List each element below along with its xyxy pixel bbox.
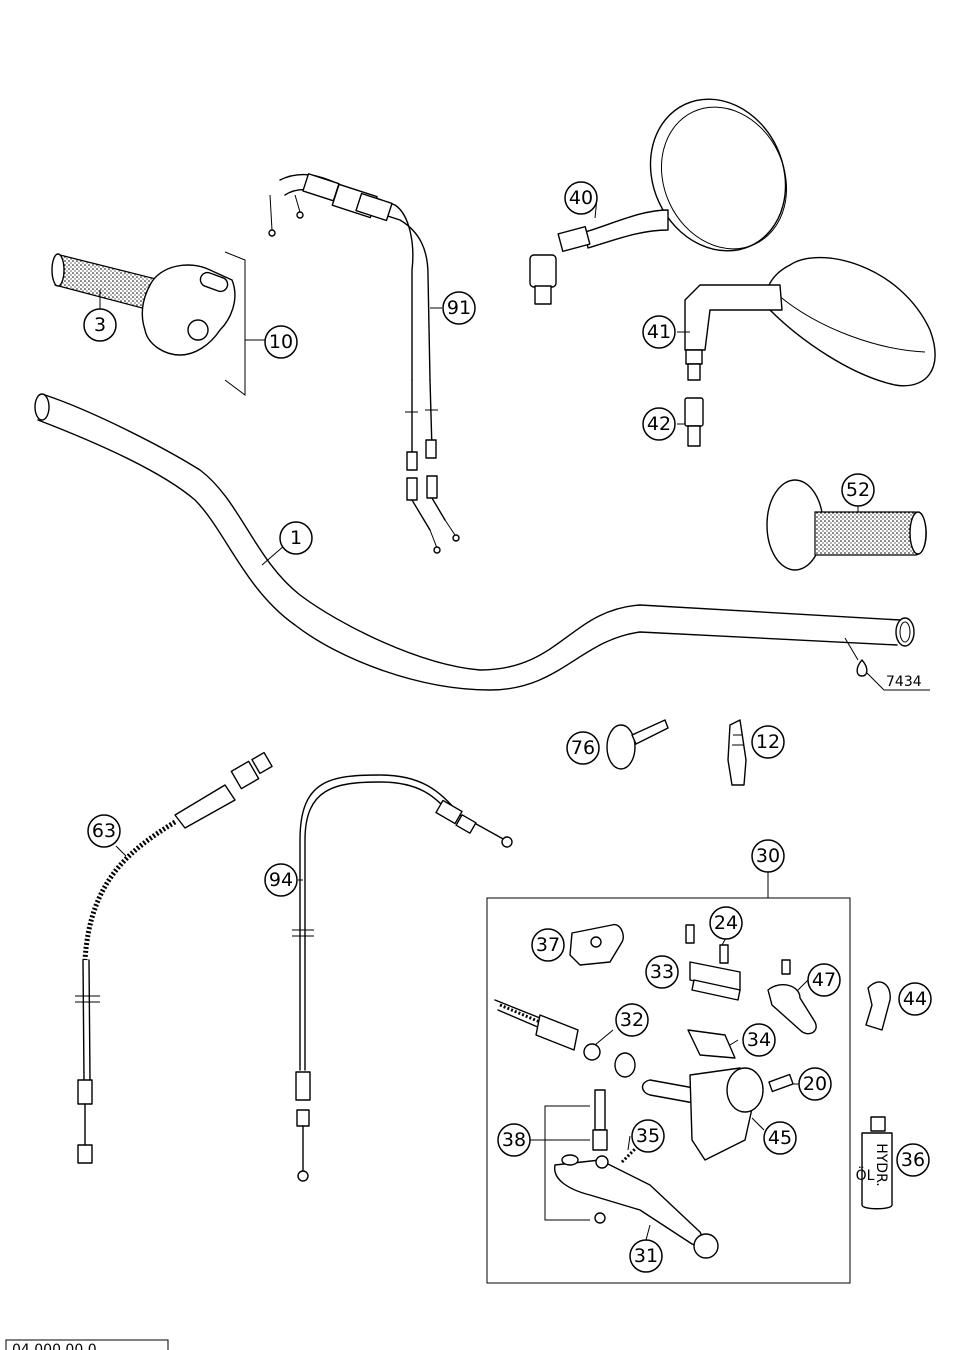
hydraulic-oil-bottle: HYDR. ÖL xyxy=(856,1116,893,1210)
callout-44: 44 xyxy=(898,982,932,1016)
callout-35: 35 xyxy=(631,1119,665,1153)
brake-master-cylinder-parts xyxy=(494,923,891,1259)
glue-tube xyxy=(727,719,747,786)
svg-text:34: 34 xyxy=(747,1029,771,1051)
callout-33: 33 xyxy=(645,955,679,989)
callout-63: 63 xyxy=(87,814,121,848)
svg-text:31: 31 xyxy=(634,1245,658,1267)
oil-label-line2: ÖL xyxy=(856,1166,875,1184)
svg-text:91: 91 xyxy=(447,297,471,319)
callout-94: 94 xyxy=(264,863,298,897)
svg-text:40: 40 xyxy=(569,187,593,209)
oil-label-line1: HYDR. xyxy=(873,1143,889,1187)
callout-12: 12 xyxy=(751,725,785,759)
svg-text:44: 44 xyxy=(903,988,927,1010)
drawing-number: 04.000.00.0 xyxy=(12,1342,97,1350)
callout-76: 76 xyxy=(566,731,600,765)
svg-text:41: 41 xyxy=(647,321,671,343)
svg-text:32: 32 xyxy=(620,1009,644,1031)
svg-text:12: 12 xyxy=(756,731,780,753)
handlebar xyxy=(34,393,930,691)
callout-30: 30 xyxy=(751,839,785,873)
svg-text:63: 63 xyxy=(92,820,116,842)
callout-34: 34 xyxy=(742,1023,776,1057)
svg-text:33: 33 xyxy=(650,961,674,983)
svg-text:38: 38 xyxy=(502,1129,526,1151)
svg-text:24: 24 xyxy=(714,912,738,934)
svg-text:94: 94 xyxy=(269,869,293,891)
svg-text:42: 42 xyxy=(647,413,671,435)
callout-24: 24 xyxy=(709,906,743,940)
callout-41: 41 xyxy=(642,315,676,349)
throttle-cables xyxy=(268,173,460,554)
callout-10: 10 xyxy=(264,325,298,359)
callout-40: 40 xyxy=(564,181,598,215)
callout-45: 45 xyxy=(763,1121,797,1155)
callout-32: 32 xyxy=(615,1003,649,1037)
svg-text:10: 10 xyxy=(269,331,293,353)
callout-47: 47 xyxy=(807,963,841,997)
cable-tie xyxy=(606,719,669,770)
svg-text:76: 76 xyxy=(571,737,595,759)
mirror-round xyxy=(529,98,788,305)
callout-37: 37 xyxy=(531,928,565,962)
svg-text:30: 30 xyxy=(756,845,780,867)
svg-text:1: 1 xyxy=(290,527,302,549)
callout-36: 36 xyxy=(896,1143,930,1177)
svg-text:36: 36 xyxy=(901,1149,925,1171)
callout-42: 42 xyxy=(642,407,676,441)
brake-master-cylinder-box xyxy=(486,897,851,1284)
speedometer-cable xyxy=(75,751,273,1164)
callout-52: 52 xyxy=(841,473,875,507)
callout-1: 1 xyxy=(279,521,313,555)
loctite-code: 7434 xyxy=(886,674,922,690)
loctite-drop-icon xyxy=(856,659,868,677)
callout-31: 31 xyxy=(629,1239,663,1273)
svg-text:45: 45 xyxy=(768,1127,792,1149)
svg-text:20: 20 xyxy=(803,1073,827,1095)
mirror-oval xyxy=(684,257,936,387)
callout-20: 20 xyxy=(798,1067,832,1101)
throttle-assembly xyxy=(51,251,265,396)
mirror-adapter xyxy=(684,397,704,447)
svg-text:35: 35 xyxy=(636,1125,660,1147)
svg-text:47: 47 xyxy=(812,969,836,991)
callout-38: 38 xyxy=(497,1123,531,1157)
svg-text:52: 52 xyxy=(846,479,870,501)
callout-3: 3 xyxy=(83,308,117,342)
grip-left xyxy=(766,479,927,571)
callout-91: 91 xyxy=(442,291,476,325)
cable-94 xyxy=(292,774,513,1182)
svg-text:37: 37 xyxy=(536,934,560,956)
drawing-number-box: 04.000.00.0 xyxy=(5,1339,169,1350)
svg-text:3: 3 xyxy=(94,314,106,336)
